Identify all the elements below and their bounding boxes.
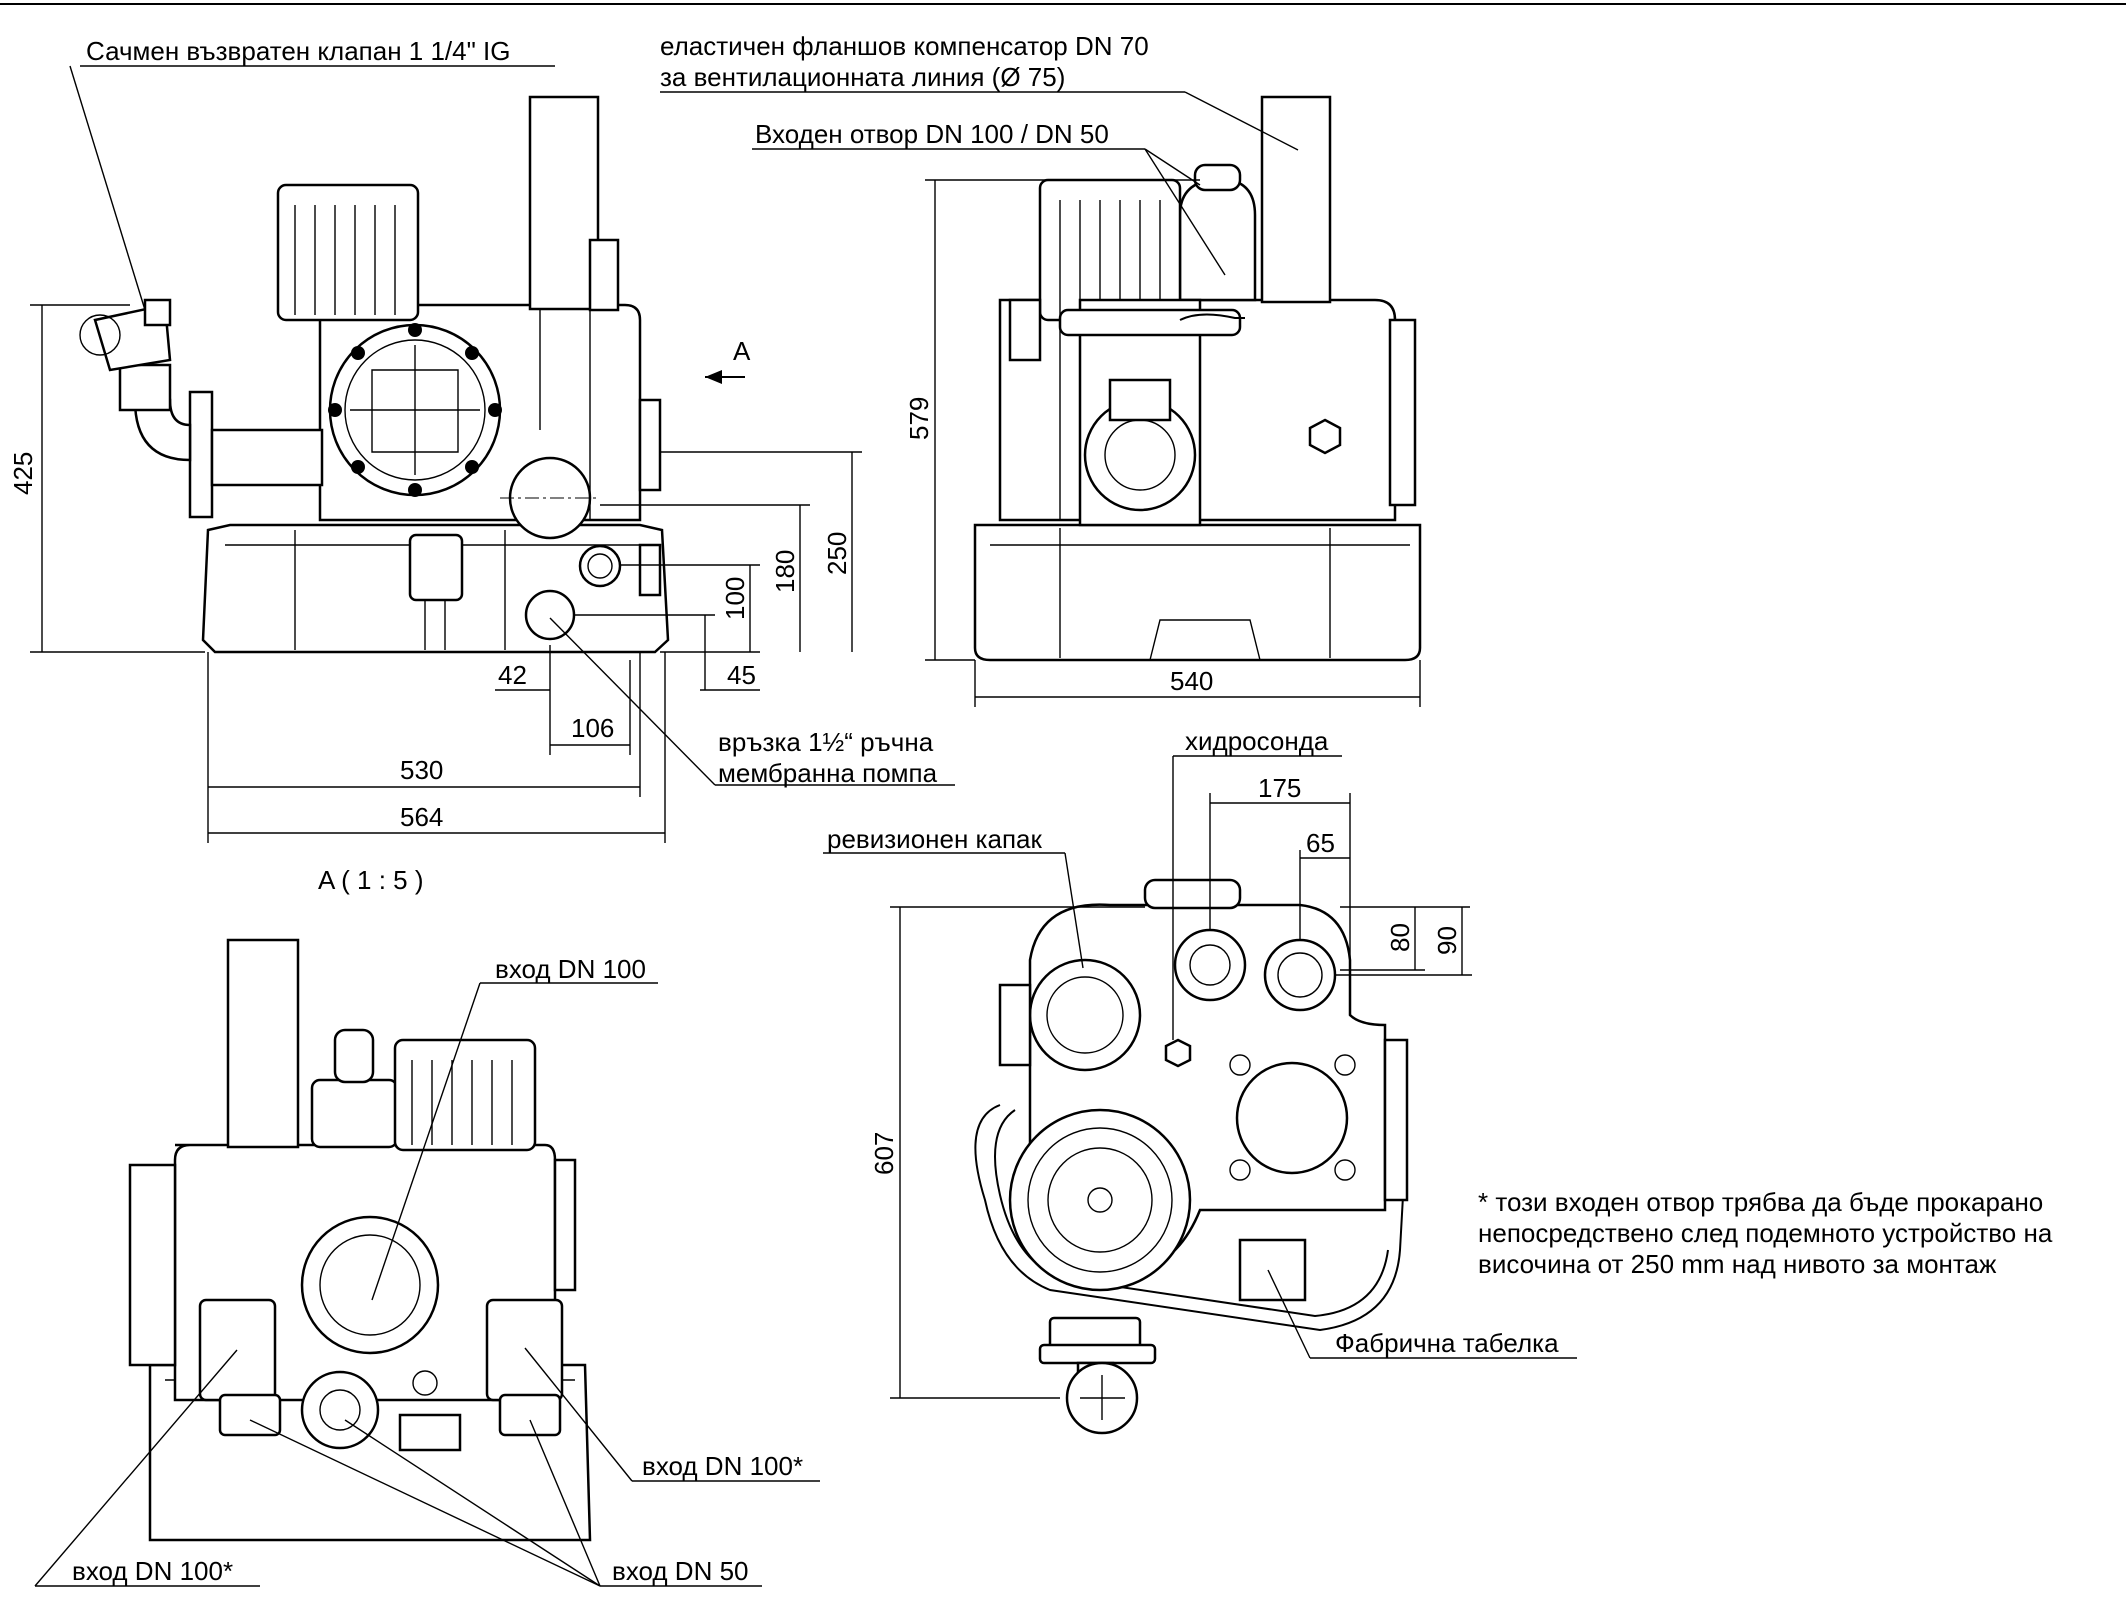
note-line3: височина от 250 mm над нивото за монтаж bbox=[1478, 1249, 1997, 1279]
dim-250: 250 bbox=[822, 532, 852, 575]
side-view bbox=[973, 95, 1422, 662]
hand-pump-label-line2: мембранна помпа bbox=[718, 758, 938, 788]
dim-106: 106 bbox=[571, 713, 614, 743]
view-a-title: A ( 1 : 5 ) bbox=[318, 865, 424, 895]
inlet-dn50-label: вход DN 50 bbox=[612, 1556, 749, 1586]
inlet-dn100-50-label: Входен отвор DN 100 / DN 50 bbox=[755, 119, 1109, 149]
front-view-dimensions: 425 250 180 100 45 42 106 530 bbox=[8, 304, 862, 843]
top-view bbox=[974, 878, 1409, 1435]
dim-80: 80 bbox=[1385, 923, 1415, 952]
dim-90: 90 bbox=[1432, 926, 1462, 955]
dim-607: 607 bbox=[869, 1132, 899, 1175]
installation-note: * този входен отвор трябва да бъде прока… bbox=[1478, 1187, 2053, 1279]
front-view: A bbox=[79, 95, 751, 654]
dim-175: 175 bbox=[1258, 773, 1301, 803]
dim-530: 530 bbox=[400, 755, 443, 785]
note-line1: * този входен отвор трябва да бъде прока… bbox=[1478, 1187, 2043, 1217]
dim-564: 564 bbox=[400, 802, 443, 832]
view-arrow-label: A bbox=[733, 336, 751, 366]
side-view-dimensions: 579 540 bbox=[904, 179, 1421, 707]
nameplate-label: Фабрична табелка bbox=[1335, 1328, 1559, 1358]
dim-100: 100 bbox=[720, 577, 750, 620]
dim-425: 425 bbox=[8, 452, 38, 495]
revision-cover-label: ревизионен капак bbox=[827, 824, 1043, 854]
dim-42: 42 bbox=[498, 660, 527, 690]
inlet-dn100-star-right-label: вход DN 100* bbox=[642, 1451, 803, 1481]
dim-45: 45 bbox=[727, 660, 756, 690]
top-view-dimensions: 607 175 65 80 90 bbox=[869, 773, 1472, 1399]
note-line2: непосредствено след подемното устройство… bbox=[1478, 1218, 2053, 1248]
flange-compensator-label-line2: за вентилационната линия (Ø 75) bbox=[660, 62, 1065, 92]
inlet-dn100-star-left-label: вход DN 100* bbox=[72, 1556, 233, 1586]
dim-579: 579 bbox=[904, 397, 934, 440]
check-valve-label: Сачмен възвратен клапан 1 1/4" IG bbox=[86, 36, 511, 66]
hand-pump-label-line1: връзка 1½“ ръчна bbox=[718, 727, 934, 757]
dim-65: 65 bbox=[1306, 828, 1335, 858]
flange-compensator-label-line1: еластичен фланшов компенсатор DN 70 bbox=[660, 31, 1149, 61]
inlet-dn100-top-label: вход DN 100 bbox=[495, 954, 646, 984]
dim-540: 540 bbox=[1170, 666, 1213, 696]
view-a bbox=[128, 938, 592, 1542]
hydroprobe-label: хидросонда bbox=[1185, 726, 1329, 756]
dim-180: 180 bbox=[770, 550, 800, 593]
